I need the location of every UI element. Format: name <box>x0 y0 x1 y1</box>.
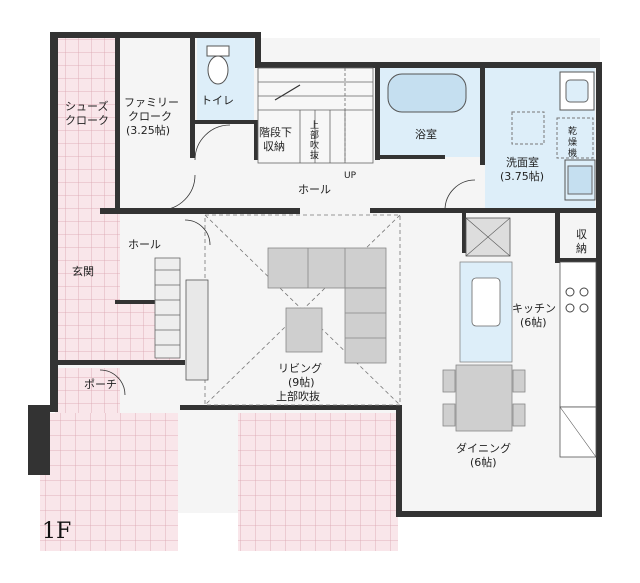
label-living-2: (9帖) <box>288 376 315 389</box>
label-hall-lower: ホール <box>128 238 161 251</box>
floor-label: 1F <box>42 519 71 544</box>
label-shoes-1: シューズ <box>65 99 108 113</box>
label-living-1: リビング <box>278 361 322 375</box>
tv-board <box>185 279 209 381</box>
label-family-1: ファミリー <box>124 96 179 109</box>
porch-floor <box>55 368 120 413</box>
walls <box>28 32 602 517</box>
label-void-3: 吹 <box>310 139 319 151</box>
label-dryer-1: 乾 <box>568 125 577 137</box>
label-dryer-3: 機 <box>568 147 577 159</box>
terrace-right <box>238 413 398 551</box>
label-storage-1: 収 <box>576 228 587 241</box>
label-porch: ポーチ <box>84 378 117 391</box>
label-void-4: 抜 <box>310 149 319 161</box>
label-washroom-1: 洗面室 <box>506 155 539 169</box>
label-void-1: 上 <box>310 120 319 131</box>
dining-table <box>442 364 526 432</box>
label-hall-upper: ホール <box>298 183 331 196</box>
label-void-2: 部 <box>310 129 319 141</box>
sofa <box>267 247 387 364</box>
entrance-step <box>154 257 181 359</box>
label-kitchen-1: キッチン <box>512 302 556 315</box>
room-labels: シューズ クローク ファミリー クローク (3.25帖) トイレ 階段下 収納 … <box>42 94 587 544</box>
label-up: UP <box>344 171 357 181</box>
label-dryer-2: 燥 <box>568 137 577 148</box>
label-understair-2: 収納 <box>263 140 285 153</box>
label-bath: 浴室 <box>415 127 437 141</box>
label-toilet: トイレ <box>201 94 234 107</box>
bathtub <box>387 73 467 113</box>
label-living-3: 上部吹抜 <box>276 389 320 403</box>
label-kitchen-2: (6帖) <box>520 316 547 329</box>
label-understair-1: 階段下 <box>259 125 292 139</box>
label-storage-2: 納 <box>576 242 587 255</box>
shoes-cloak-floor <box>55 38 120 213</box>
kitchen-counter <box>459 217 597 458</box>
label-dining-2: (6帖) <box>470 456 497 469</box>
terrace-left <box>40 413 178 551</box>
washroom-fixtures <box>511 71 596 201</box>
toilet-fixture <box>206 45 230 85</box>
label-washroom-2: (3.75帖) <box>500 170 544 183</box>
label-family-3: (3.25帖) <box>126 124 170 137</box>
entrance-floor <box>55 213 120 361</box>
label-entrance: 玄関 <box>72 264 94 278</box>
label-shoes-2: クローク <box>65 114 109 127</box>
label-family-2: クローク <box>128 110 172 123</box>
door-swings <box>99 124 476 396</box>
label-dining-1: ダイニング <box>456 441 511 455</box>
staircase <box>257 67 374 164</box>
